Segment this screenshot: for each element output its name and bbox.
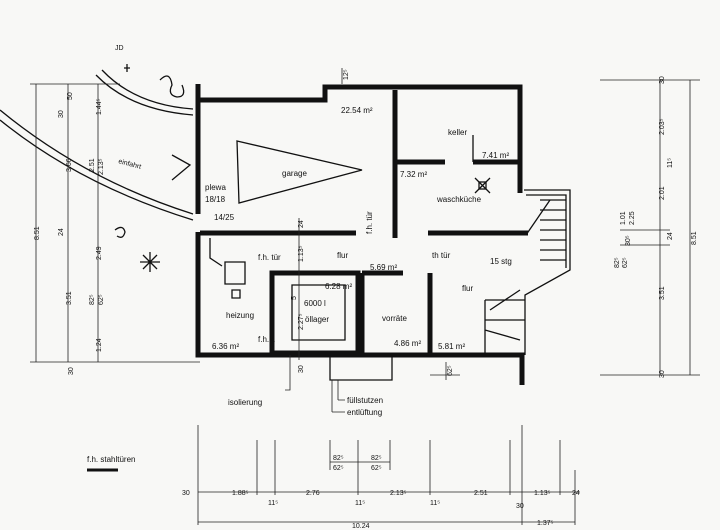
dim-inner: 24	[298, 220, 305, 228]
dim-bottom: 30	[516, 503, 524, 510]
inner-dimension-lines	[298, 68, 460, 380]
room-waschkueche-area: 7.32 m²	[400, 170, 427, 179]
leader-lines	[285, 355, 345, 413]
dim-right: 62⁵	[622, 257, 629, 268]
door-label-left: f.h. tür	[258, 253, 281, 262]
door-label-th: th tür	[432, 251, 451, 260]
entlueftung-label: entlüftung	[347, 408, 382, 417]
room-waschkueche-label: waschküche	[436, 195, 482, 204]
mark-jd: JD	[115, 45, 124, 52]
dim-inner: 1.13⁵	[298, 245, 305, 262]
chimney-size: 14/25	[214, 213, 235, 222]
dim-left: 2.49	[96, 246, 103, 260]
room-heizung-label: heizung	[226, 311, 254, 320]
dim-left: 2.51	[89, 158, 96, 172]
dim-bottom: 11⁵	[355, 500, 365, 507]
dim-bottom-total: 10.24	[352, 523, 370, 530]
stairs-label: 15 stg	[490, 257, 512, 266]
dim-bottom: 24	[572, 490, 580, 497]
plants-icon	[114, 64, 185, 272]
dim-bottom-right: 1.37⁵	[537, 520, 554, 527]
dim-bottom-upper: 62⁵	[333, 465, 344, 472]
dim-bottom-upper: 62⁵	[371, 465, 382, 472]
room-flur-area: 5.69 m²	[370, 263, 397, 272]
dim-bottom-upper: 82⁵	[371, 455, 382, 462]
dim-bottom: 30	[182, 490, 190, 497]
room-vorraete-label: vorräte	[382, 314, 407, 323]
fuellstutzen-label: füllstutzen	[347, 396, 383, 405]
floor-drain-icon	[474, 177, 491, 194]
plewa-label: plewa	[205, 183, 226, 192]
plewa-size: 18/18	[205, 195, 226, 204]
room-flur-label: flur	[337, 251, 348, 260]
room-oellager-area: 6.28 m²	[325, 282, 352, 291]
einfahrt-label: einfahrt	[117, 158, 141, 171]
dim-bottom: 1.88⁵	[232, 490, 249, 497]
dim-inner: 12⁵	[343, 69, 350, 80]
dim-right: 24	[667, 232, 674, 240]
dim-left: 30	[68, 367, 75, 375]
staircase	[484, 189, 571, 355]
dim-left: 30	[58, 110, 65, 118]
room-keller-label: keller	[448, 128, 467, 137]
tank-capacity: 6000 l	[304, 299, 326, 308]
door-label-fhk: f.h.k.	[258, 335, 275, 344]
dim-bottom: 11⁵	[268, 500, 278, 507]
driveway-arrow-icon	[171, 154, 192, 181]
dim-right: 82⁵	[614, 257, 621, 268]
dim-right: 30	[659, 76, 666, 84]
dim-left: 3.51	[66, 291, 73, 305]
dim-right: 2.25	[629, 211, 636, 225]
dim-bottom-upper: 82⁵	[333, 455, 344, 462]
dim-left: 2.13⁵	[98, 158, 105, 175]
garage-car-arrow-icon	[236, 140, 363, 204]
dim-bottom: 2.13⁵	[390, 490, 407, 497]
dim-right: 30	[659, 370, 666, 378]
room-flur-right-label: flur	[462, 284, 473, 293]
room-garage-label: garage	[282, 169, 307, 178]
dim-left: 1.44⁵	[96, 98, 103, 115]
walls	[195, 84, 528, 385]
dim-bottom: 2.76	[306, 490, 320, 497]
dim-left: 24	[58, 228, 65, 236]
legend-label: f.h. stahltüren	[87, 455, 135, 464]
dim-inner: 30	[298, 365, 305, 373]
dim-left: 82⁵	[89, 294, 96, 305]
driveway	[0, 69, 194, 221]
dimension-lines	[30, 79, 700, 525]
dim-left: 1.24	[96, 338, 103, 352]
door-label-vertical: f.h. tür	[365, 211, 374, 234]
room-heizung-area: 6.36 m²	[212, 342, 239, 351]
dim-left-total: 8.51	[34, 226, 41, 240]
dim-right: 2.03⁵	[659, 118, 666, 135]
dim-right: 11⁵	[667, 158, 674, 168]
dim-left: 3.66	[66, 158, 73, 172]
room-flur-right-area: 5.81 m²	[438, 342, 465, 351]
dim-left: 50	[67, 92, 74, 100]
dim-inner: 62⁵	[447, 365, 454, 376]
dim-bottom: 2.51	[474, 490, 488, 497]
room-keller-area: 7.41 m²	[482, 151, 509, 160]
isolierung-label: isolierung	[228, 398, 262, 407]
room-vorraete-area: 4.86 m²	[394, 339, 421, 348]
room-oellager-label: öllager	[305, 315, 329, 324]
dim-bottom: 11⁵	[430, 500, 440, 507]
dim-right: 3.51	[659, 286, 666, 300]
dim-inner: 2.27⁵	[298, 313, 305, 330]
room-garage-area: 22.54 m²	[341, 106, 373, 115]
dim-inner: 5	[291, 296, 298, 300]
dim-bottom: 1.13⁵	[534, 490, 551, 497]
dim-right: 30⁵	[625, 235, 632, 246]
dim-right-total: 8.51	[691, 231, 698, 245]
dim-left: 62⁵	[98, 294, 105, 305]
dim-right: 2.01	[659, 186, 666, 200]
dim-right: 1.01	[620, 211, 627, 225]
drain-box	[478, 181, 487, 190]
